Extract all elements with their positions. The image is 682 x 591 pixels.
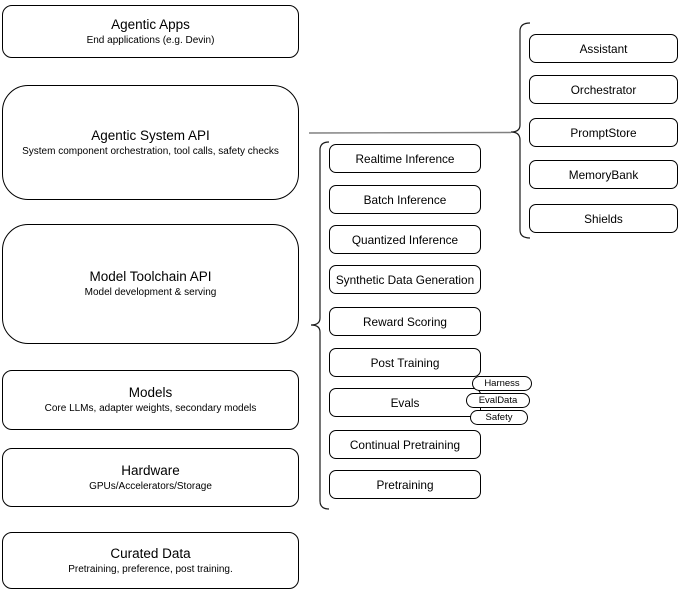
box-title: Model Toolchain API <box>89 269 212 284</box>
box-title: Hardware <box>121 462 180 478</box>
toolchain-item-batch-inference: Batch Inference <box>329 185 481 214</box>
toolchain-item-quantized-inference: Quantized Inference <box>329 225 481 254</box>
box-subtitle: Model development & serving <box>84 287 217 298</box>
toolchain-group-brace <box>310 141 330 510</box>
system-api-connector-line <box>308 131 512 134</box>
box-title: Models <box>128 385 173 400</box>
box-title: Agentic Apps <box>111 16 190 32</box>
stack-box-models: Models Core LLMs, adapter weights, secon… <box>2 370 299 430</box>
stack-box-agentic-apps: Agentic Apps End applications (e.g. Devi… <box>2 5 299 58</box>
toolchain-item-continual-pretraining: Continual Pretraining <box>329 430 481 459</box>
component-item-assistant: Assistant <box>529 34 678 63</box>
components-group-brace <box>510 22 531 239</box>
box-title: Agentic System API <box>91 127 210 143</box>
box-title: Curated Data <box>110 545 191 561</box>
component-item-orchestrator: Orchestrator <box>529 75 678 104</box>
toolchain-item-realtime-inference: Realtime Inference <box>329 144 481 173</box>
toolchain-item-synthetic-data-generation: Synthetic Data Generation <box>329 265 481 294</box>
stack-box-hardware: Hardware GPUs/Accelerators/Storage <box>2 448 299 507</box>
component-item-shields: Shields <box>529 204 678 233</box>
component-item-memorybank: MemoryBank <box>529 160 678 189</box>
component-item-promptstore: PromptStore <box>529 118 678 147</box>
box-subtitle: GPUs/Accelerators/Storage <box>89 480 212 492</box>
evals-tag-safety: Safety <box>470 410 528 425</box>
stack-box-model-toolchain-api: Model Toolchain API Model development & … <box>2 224 299 344</box>
evals-tag-evaldata: EvalData <box>466 393 530 408</box>
toolchain-item-post-training: Post Training <box>329 348 481 377</box>
toolchain-item-reward-scoring: Reward Scoring <box>329 307 481 336</box>
box-subtitle: Core LLMs, adapter weights, secondary mo… <box>44 403 257 414</box>
evals-tag-harness: Harness <box>472 376 532 391</box>
stack-box-curated-data: Curated Data Pretraining, preference, po… <box>2 532 299 589</box>
box-subtitle: Pretraining, preference, post training. <box>68 563 233 575</box>
toolchain-item-pretraining: Pretraining <box>329 470 481 499</box>
stack-box-agentic-system-api: Agentic System API System component orch… <box>2 85 299 200</box>
box-subtitle: End applications (e.g. Devin) <box>86 34 215 46</box>
toolchain-item-evals: Evals <box>329 388 481 417</box>
box-subtitle: System component orchestration, tool cal… <box>22 145 279 157</box>
